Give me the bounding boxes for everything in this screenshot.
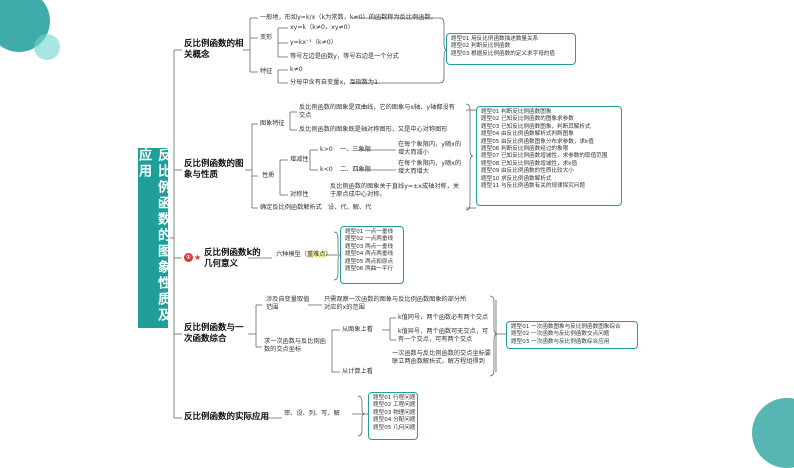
involve-label: 涉及自变量取值范围 xyxy=(266,296,310,311)
connector-lines xyxy=(168,17,506,419)
desc-negative: 在每个象限内，y随x的增大而增大 xyxy=(398,160,462,175)
type-item: 题型06 两曲一平行 xyxy=(345,266,394,273)
label-image-feature: 图象特征 xyxy=(260,120,285,127)
type-item: 题型01 判断反比例函数图象 xyxy=(481,109,552,115)
type-item: 题型01 一点一垂线 xyxy=(345,229,394,235)
label-property: 性质 xyxy=(262,172,275,179)
quadrant-positive: 一、三象限 xyxy=(340,146,371,153)
branch5-title-text: 反比例函数的实际应用 xyxy=(184,412,270,422)
method-text: 确定反比例函数解析式 设、代、解、代 xyxy=(260,204,372,211)
type-item: 题型04 分配问题 xyxy=(373,417,416,424)
model-suffix: ） xyxy=(325,251,332,258)
type-item: 题型06 判断反比例函数经过的象限 xyxy=(481,146,569,153)
k-negative: k<0 xyxy=(320,166,333,173)
type-item: 题型05 几何问题 xyxy=(373,424,416,431)
type-item: 题型01 一次函数图象与反比例函数图象综合 xyxy=(511,324,621,330)
type-item: 题型03 已知反比例函数图象，判断其解析式 xyxy=(481,123,591,130)
involve-desc: 只需观察一次函数的图象与反比例函数图象的部分所对应的x的范围 xyxy=(324,296,467,311)
brace-branch3 xyxy=(333,231,341,281)
type-item: 题型02 一次函数与反比例函数交点问题 xyxy=(511,331,610,338)
from-graph-label: 从图象上看 xyxy=(342,326,373,333)
type-item: 题型04 两点两垂线 xyxy=(345,251,394,258)
label-increase: 增减性 xyxy=(290,156,309,163)
k-same-sign: k值同号，两个函数必有两个交点 xyxy=(398,314,489,321)
branch3-title: 反比例函数k的几何意义 xyxy=(204,248,264,270)
desc-positive: 在每个象限内，y随x的增大而减小 xyxy=(398,141,462,156)
brace-branch5 xyxy=(357,395,366,437)
symmetry-text: 反比例函数的图象关于直线y=±x成轴对称，关于原点成中心对称。 xyxy=(330,183,460,198)
type-item: 题型02 已知反比例函数的图象求参数 xyxy=(481,116,574,123)
label-variant: 变形 xyxy=(260,34,273,41)
image-feature-1: 反比例函数的图象是双曲线，它的图象与x轴、y轴都没有交点 xyxy=(299,104,455,119)
decor-circle-small xyxy=(34,34,60,60)
model-text: 六种模型（重难点） xyxy=(276,251,332,259)
model-highlight: 重难点 xyxy=(306,251,326,258)
type-item: 题型03 物理问题 xyxy=(373,409,416,416)
branch4-title-text: 反比例函数与一次函数综合 xyxy=(184,323,244,344)
type-item: 题型01 行程问题 xyxy=(373,395,416,401)
type-item: 题型05 由反比例函数图象分布求参数，求k值 xyxy=(481,138,594,145)
branch2-title: 反比例函数的图象与性质 xyxy=(184,159,246,181)
brace-branch4 xyxy=(489,295,498,377)
type-item: 题型02 判断反比例函数 xyxy=(451,43,511,50)
image-feature-2: 反比例函数的图象既是轴对称图形，又是中心对称图形 xyxy=(299,126,448,133)
root-title: 反比例函数的图象性质及应用 xyxy=(136,148,170,328)
type-item: 题型05 两点和原点 xyxy=(345,258,394,265)
label-symmetry: 对称性 xyxy=(290,191,309,198)
type-item: 题型11 与反比例函数有关的规律探究问题 xyxy=(481,183,585,190)
type-item: 题型04 由反比例函数解析式判断图象 xyxy=(481,131,574,138)
brace-branch1 xyxy=(439,17,448,84)
k-diff-sign: k值异号，两个函数可无交点，可有一个交点，可有两个交点 xyxy=(398,328,489,343)
feature-1: k≠0 xyxy=(290,66,303,73)
steps-text: 审、设、列、写、解 xyxy=(284,410,340,417)
branch1-title-text: 反比例函数的相关概念 xyxy=(184,39,244,60)
type-item: 题型03 一次函数与反比例函数综合应用 xyxy=(511,338,610,345)
branch4-title: 反比例函数与一次函数综合 xyxy=(184,323,246,345)
intersect-label: 求一次函数与反比例函数的交点坐标 xyxy=(264,338,326,353)
k-positive: k>0 xyxy=(320,146,333,153)
variant-3: 等号左边是函数y，等号右边是一个分式 xyxy=(290,53,399,60)
star-icon: ★ xyxy=(194,253,202,262)
branch5-types-box: 题型01 行程问题 题型02 工程问题 题型03 物理问题 题型04 分配问题 … xyxy=(368,392,418,440)
model-prefix: 六种模型（ xyxy=(276,251,307,258)
from-calc-label: 从计算上看 xyxy=(342,368,373,375)
type-item: 题型10 求反比例函数解析式 xyxy=(481,175,552,182)
key-badge: ① xyxy=(184,253,193,262)
solve-desc: 一次函数与反比例函数的交点坐标要联立两函数解析式，解方程组得到 xyxy=(392,350,491,365)
variant-2: y=kx⁻¹（k≠0） xyxy=(290,39,337,46)
variant-1: xy=k（k≠0，xy≠0） xyxy=(290,24,354,31)
feature-2: 分母中含有自变量x，且指数为1 xyxy=(290,79,379,86)
branch1-title: 反比例函数的相关概念 xyxy=(184,39,244,61)
type-item: 题型08 已知反比例函数增减性，求k值 xyxy=(481,160,578,167)
type-item: 题型02 一点两垂线 xyxy=(345,236,394,243)
branch5-title: 反比例函数的实际应用 xyxy=(184,412,274,423)
brace-branch2 xyxy=(465,103,474,211)
type-item: 题型01 用反比例函数描述数量关系 xyxy=(451,36,539,42)
quadrant-negative: 二、四象限 xyxy=(340,166,371,173)
type-item: 题型07 已知反比例函数增减性，求参数的取值范围 xyxy=(481,153,608,160)
label-feature: 特征 xyxy=(260,68,273,75)
type-item: 题型09 由反比例函数的性质比较大小 xyxy=(481,168,574,175)
branch2-types-box: 题型01 判断反比例函数图象 题型02 已知反比例函数的图象求参数 题型03 已… xyxy=(476,106,622,206)
branch2-title-text: 反比例函数的图象与性质 xyxy=(184,159,244,180)
branch3-title-text: 反比例函数k的几何意义 xyxy=(204,248,261,269)
branch3-types-box: 题型01 一点一垂线 题型02 一点两垂线 题型03 两点一垂线 题型04 两点… xyxy=(340,226,404,284)
type-item: 题型02 工程问题 xyxy=(373,402,416,409)
branch4-types-box: 题型01 一次函数图象与反比例函数图象综合 题型02 一次函数与反比例函数交点问… xyxy=(506,321,638,349)
type-item: 题型03 根据反比例函数的定义求字母的值 xyxy=(451,50,555,57)
definition-text: 一般地，形如y=k/x（k为常数，k≠0）的函数称为反比例函数。 xyxy=(260,14,437,21)
type-item: 题型03 两点一垂线 xyxy=(345,243,394,250)
branch1-types-box: 题型01 用反比例函数描述数量关系 题型02 判断反比例函数 题型03 根据反比… xyxy=(446,33,576,65)
